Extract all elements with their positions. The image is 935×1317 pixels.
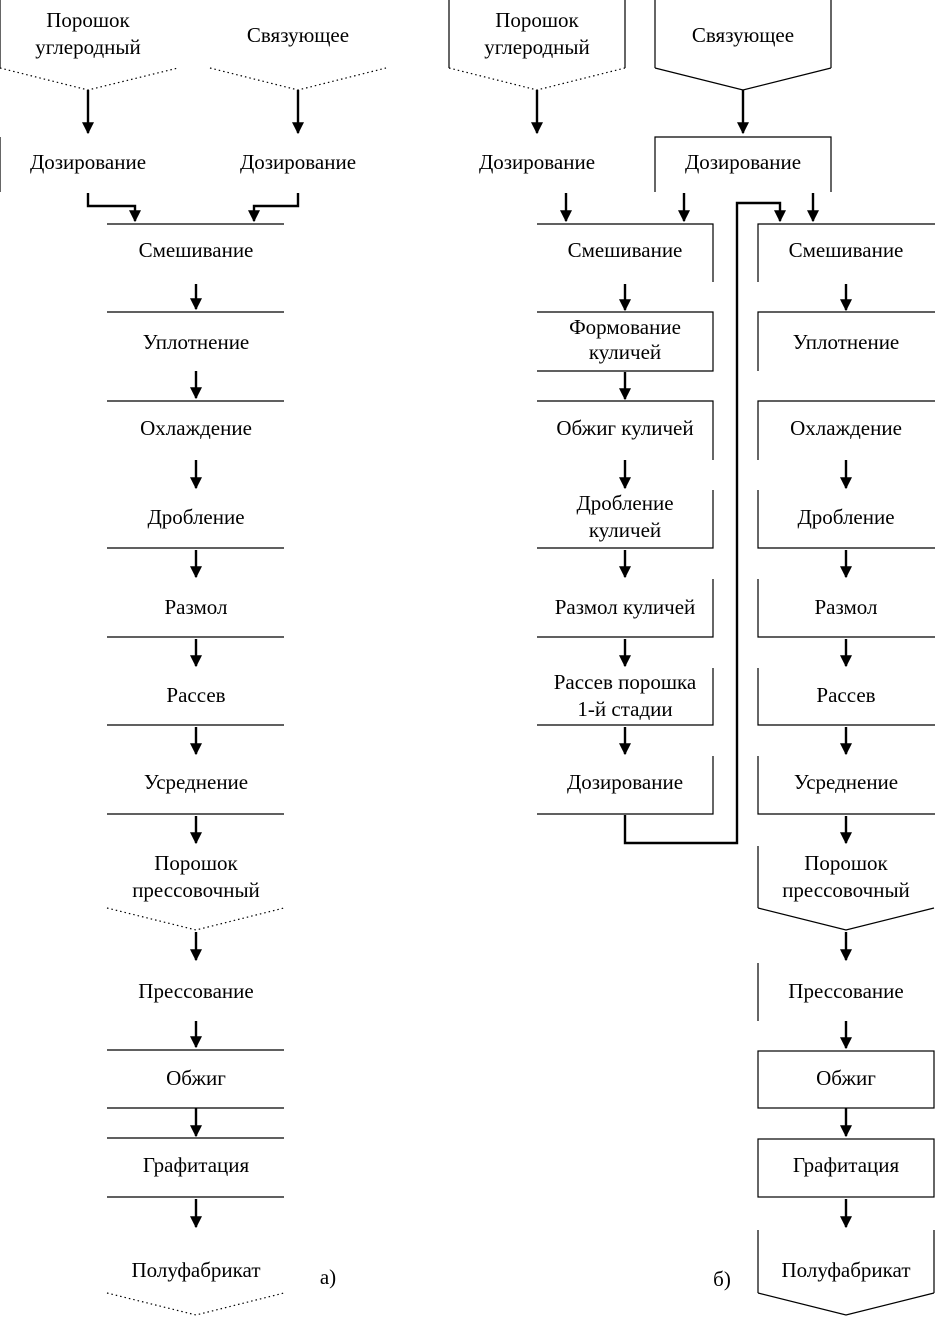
stage2-press-powder-b: Порошок прессовочный xyxy=(757,846,935,931)
step-label: Дозирование xyxy=(567,770,683,794)
stage2-cooling-b: Охлаждение xyxy=(757,400,935,460)
input-binder-a-label: Связующее xyxy=(247,23,349,47)
stage1-sieving-line2: 1-й стадии xyxy=(577,697,672,721)
stage2-mixing-b: Смешивание xyxy=(757,223,935,282)
step-crushing-a: Дробление xyxy=(107,505,284,549)
step-press-powder-a-line1: Порошок xyxy=(154,851,238,875)
step-press-powder-a: Порошок прессовочный xyxy=(106,851,285,931)
stage2-sieving-b: Рассев xyxy=(757,668,935,726)
stage2-firing-b: Обжиг xyxy=(757,1050,935,1109)
step-label: Охлаждение xyxy=(140,416,252,440)
step-label: Размол xyxy=(165,595,228,619)
stage2-averaging-b: Усреднение xyxy=(757,756,935,815)
step-label: Смешивание xyxy=(789,238,904,262)
step-label: Дробление xyxy=(797,505,894,529)
step-label: Усреднение xyxy=(794,770,898,794)
step-graphitization-a: Графитация xyxy=(107,1153,284,1198)
step-label: Графитация xyxy=(793,1153,900,1177)
diagram-a: Порошок углеродный Связующее Дозирование… xyxy=(0,0,387,1316)
stage1-sieving-b: Рассев порошка 1-й стадии xyxy=(537,668,714,726)
stage1-forming-line1: Формование xyxy=(569,315,681,339)
step-sieving-a: Рассев xyxy=(107,683,284,726)
stage2-semi-product-b: Полуфабрикат xyxy=(757,1230,935,1316)
step-cooling-a: Охлаждение xyxy=(107,400,284,440)
dosing-binder-b: Дозирование xyxy=(654,136,832,192)
step-label: Прессование xyxy=(788,979,903,1003)
step-label: Полуфабрикат xyxy=(781,1258,910,1282)
step-grinding-a: Размол xyxy=(107,595,284,638)
stage1-crushing-line1: Дробление xyxy=(576,491,673,515)
step-semi-product-a: Полуфабрикат xyxy=(106,1258,285,1316)
stage2-compaction-b: Уплотнение xyxy=(757,311,935,371)
stage1-crushing-b: Дробление куличей xyxy=(537,490,714,549)
dosing-powder-b: Дозирование xyxy=(479,150,595,174)
step-press-powder-a-line2: прессовочный xyxy=(132,878,260,902)
step-label: Уплотнение xyxy=(793,330,900,354)
dosing-binder-a-label: Дозирование xyxy=(240,150,356,174)
connector-arrow xyxy=(623,201,786,845)
input-carbon-powder-b: Порошок углеродный xyxy=(448,0,626,91)
step-label: Размол xyxy=(815,595,878,619)
stage1-dosing-b: Дозирование xyxy=(537,756,714,815)
step-label: Графитация xyxy=(143,1153,250,1177)
input-binder-a: Связующее xyxy=(209,23,387,91)
dosing-binder-a: Дозирование xyxy=(240,150,356,174)
step-pressing-a: Прессование xyxy=(107,979,284,1051)
step-firing-a: Обжиг xyxy=(107,1066,284,1139)
stage2-press-powder-line1: Порошок xyxy=(804,851,888,875)
arrow xyxy=(86,193,141,223)
stage1-grinding-b: Размол куличей xyxy=(537,579,714,638)
input-carbon-powder-a-line1: Порошок xyxy=(46,8,130,32)
step-label: Уплотнение xyxy=(143,330,250,354)
dosing-binder-b-label: Дозирование xyxy=(685,150,801,174)
stage2-graphitization-b: Графитация xyxy=(757,1138,935,1198)
stage2-pressing-b: Прессование xyxy=(757,963,904,1021)
input-binder-b: Связующее xyxy=(654,0,832,91)
stage1-forming-line2: куличей xyxy=(589,340,661,364)
caption-b: б) xyxy=(713,1267,731,1291)
stage2-crushing-b: Дробление xyxy=(757,490,935,549)
stage1-firing-b: Обжиг куличей xyxy=(537,400,714,460)
arrow xyxy=(248,193,300,223)
step-label: Обжиг xyxy=(166,1066,226,1090)
step-label: Рассев xyxy=(166,683,225,707)
step-label: Рассев xyxy=(816,683,875,707)
step-label: Смешивание xyxy=(568,238,683,262)
dosing-powder-a-label: Дозирование xyxy=(30,150,146,174)
diagram-b: Порошок углеродный Связующее Дозирование… xyxy=(448,0,935,1316)
stage2-press-powder-line2: прессовочный xyxy=(782,878,910,902)
step-label: Полуфабрикат xyxy=(131,1258,260,1282)
dosing-powder-b-label: Дозирование xyxy=(479,150,595,174)
step-label: Обжиг xyxy=(816,1066,876,1090)
stage1-forming-b: Формование куличей xyxy=(537,311,714,372)
input-carbon-powder-a-line2: углеродный xyxy=(35,35,141,59)
step-label: Смешивание xyxy=(139,238,254,262)
input-carbon-powder-b-line2: углеродный xyxy=(484,35,590,59)
step-averaging-a: Усреднение xyxy=(107,770,284,815)
step-compaction-a: Уплотнение xyxy=(107,311,284,354)
stage1-mixing-b: Смешивание xyxy=(537,223,714,282)
step-label: Обжиг куличей xyxy=(556,416,693,440)
caption-a: а) xyxy=(320,1265,336,1289)
stage1-sieving-line1: Рассев порошка xyxy=(554,670,697,694)
input-binder-b-label: Связующее xyxy=(692,23,794,47)
step-mixing-a: Смешивание xyxy=(107,223,284,262)
step-label: Прессование xyxy=(138,979,253,1003)
step-label: Дробление xyxy=(147,505,244,529)
step-label: Усреднение xyxy=(144,770,248,794)
input-carbon-powder-b-line1: Порошок xyxy=(495,8,579,32)
dosing-powder-a: Дозирование xyxy=(0,137,146,192)
step-label: Размол куличей xyxy=(555,595,696,619)
stage1-crushing-line2: куличей xyxy=(589,518,661,542)
step-label: Охлаждение xyxy=(790,416,902,440)
input-carbon-powder-a: Порошок углеродный xyxy=(0,0,179,91)
stage2-grinding-b: Размол xyxy=(757,579,935,638)
